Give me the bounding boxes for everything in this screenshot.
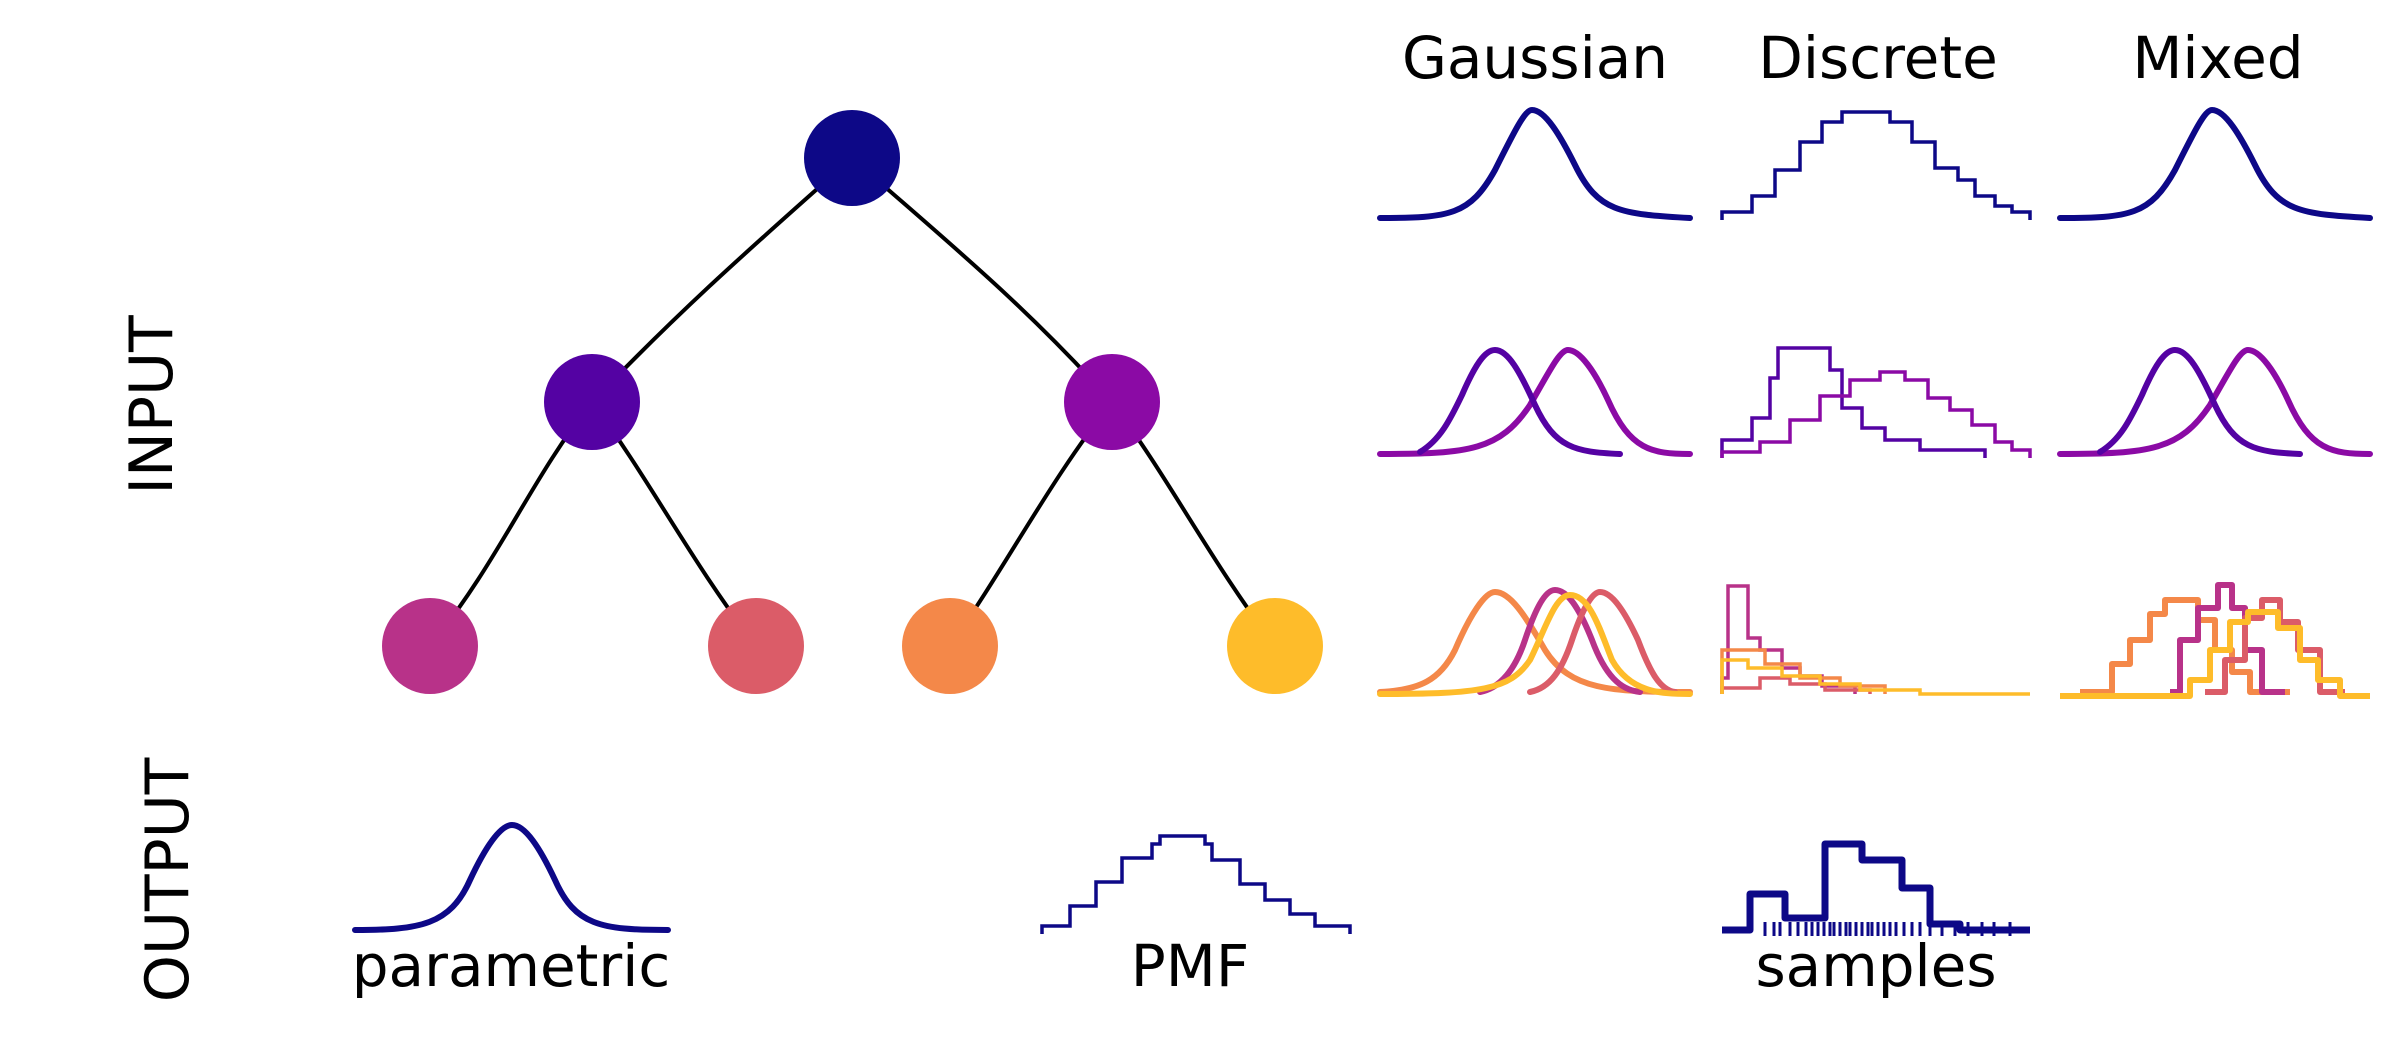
discrete-step-line (1720, 110, 2032, 220)
samples-label: samples (1755, 932, 1996, 1000)
input-row-label: INPUT (117, 315, 187, 495)
mixed-curve-root (2057, 106, 2373, 221)
mixed-curve (2057, 106, 2373, 221)
sample-rug (1763, 922, 2012, 936)
mixed-step-line (2060, 609, 2370, 699)
discrete-step-line (1720, 584, 1857, 694)
mixed-step-line (2205, 597, 2345, 695)
mixed-curve (2057, 346, 2373, 457)
gaussian-curve (1377, 346, 1693, 457)
tree-nodes (382, 110, 1323, 694)
mixed-step-line (2170, 582, 2285, 695)
tree-node-leaf (708, 598, 804, 694)
gaussian-curve (1377, 591, 1693, 697)
tree-node-level1 (1064, 354, 1160, 450)
discrete-step-line (1720, 658, 2030, 696)
gaussian-curves-level1 (1377, 346, 1693, 457)
samples-histogram (1722, 840, 2030, 934)
parametric-label: parametric (352, 932, 671, 1000)
discrete-pmf-root (1720, 110, 2032, 220)
gaussian-curve-root (1377, 106, 1693, 221)
tree-node-leaf (902, 598, 998, 694)
column-title-discrete: Discrete (1758, 24, 1998, 92)
discrete-step-line (1720, 676, 1872, 694)
tree-node-leaf (382, 598, 478, 694)
column-title-mixed: Mixed (2132, 24, 2303, 92)
gaussian-curve (1477, 586, 1643, 695)
discrete-step-line (1720, 346, 1987, 458)
mixed-step-line (2080, 597, 2290, 695)
gaussian-curve (1527, 588, 1678, 695)
output-pmf: PMF (1040, 834, 1352, 1000)
gaussian-curve (1377, 106, 1693, 221)
gaussian-curve (1377, 588, 1693, 695)
output-samples: samples (1722, 840, 2030, 1000)
tree-node-root (804, 110, 900, 206)
tree-node-level1 (544, 354, 640, 450)
mixed-curves-leaves (2060, 582, 2370, 699)
mixed-curves-level1 (2057, 346, 2373, 457)
discrete-pmf-level1 (1720, 346, 2032, 458)
discrete-step-line (1720, 370, 2032, 458)
tree-edge (590, 156, 854, 404)
output-parametric: parametric (352, 821, 671, 1000)
discrete-step-line (1720, 648, 1887, 694)
pmf-label: PMF (1131, 932, 1249, 1000)
tree-node-leaf (1227, 598, 1323, 694)
discrete-pmf-leaves (1720, 584, 2030, 696)
gaussian-curve (1417, 346, 1623, 457)
column-title-gaussian: Gaussian (1402, 24, 1668, 92)
gaussian-curves-leaves (1377, 586, 1693, 697)
pmf-output-step-line (1040, 834, 1352, 934)
tree-edge (850, 156, 1114, 404)
parametric-output-curve (352, 821, 671, 933)
mixed-curve (2097, 346, 2303, 457)
output-row-label: OUTPUT (133, 757, 203, 1002)
